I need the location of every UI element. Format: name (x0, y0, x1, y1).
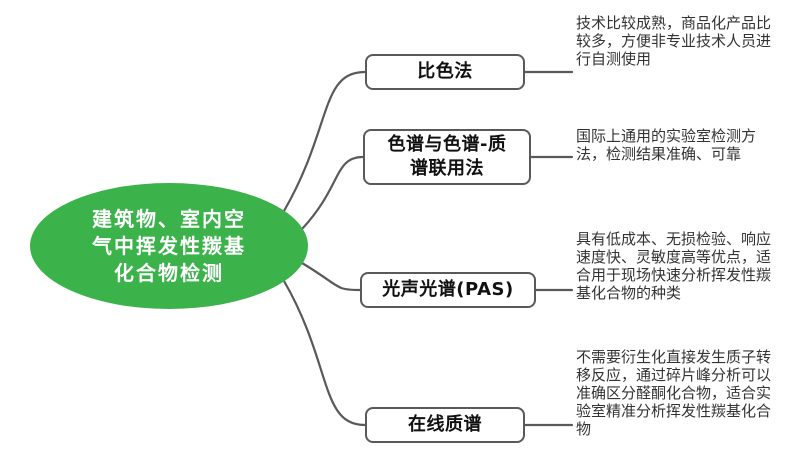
branch-node-label: 比色法 (417, 60, 473, 82)
branch-curve (282, 70, 367, 213)
branch-curve (282, 279, 367, 427)
branch-node-chromatography-ms[interactable]: 色谱与色谱-质 谱联用法 (363, 129, 531, 185)
branch-node-label: 在线质谱 (408, 413, 482, 435)
branch-curve (300, 155, 365, 231)
branch-node-photoacoustic-spectroscopy[interactable]: 光声光谱(PAS) (360, 272, 536, 308)
branch-curve (300, 261, 362, 292)
branch-description: 技术比较成熟，商品化产品比较多，方便非专业技术人员进行自测使用 (576, 14, 772, 68)
root-topic[interactable]: 建筑物、室内空 气中挥发性羰基 化合物检测 (30, 183, 308, 309)
branch-node-online-mass-spectrometry[interactable]: 在线质谱 (365, 407, 525, 443)
branch-node-label: 光声光谱(PAS) (382, 278, 514, 300)
branch-description: 具有低成本、无损检验、响应速度快、灵敏度高等优点，适合用于现场快速分析挥发性羰基… (576, 230, 772, 302)
branch-description: 国际上通用的实验室检测方法，检测结果准确、可靠 (576, 127, 757, 163)
root-topic-label: 建筑物、室内空 气中挥发性羰基 化合物检测 (92, 206, 246, 285)
branch-node-colorimetric-method[interactable]: 比色法 (365, 54, 525, 90)
branch-node-label: 色谱与色谱-质 谱联用法 (387, 133, 507, 179)
branch-description: 不需要衍生化直接发生质子转移反应，通过碎片峰分析可以准确区分醛酮化合物，适合实验… (576, 348, 772, 438)
